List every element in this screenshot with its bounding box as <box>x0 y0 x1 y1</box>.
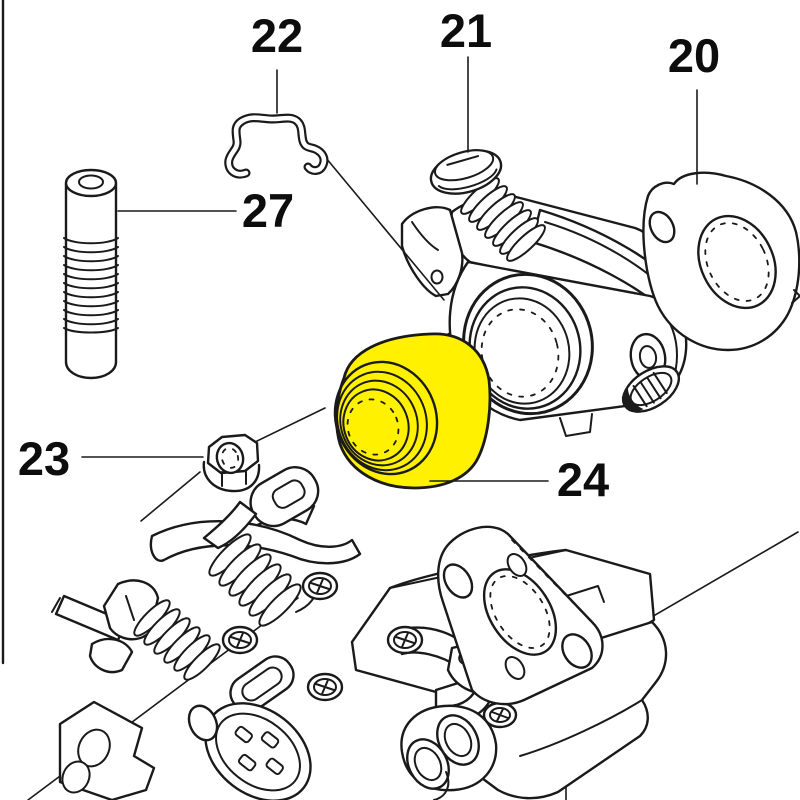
carburetor-body[interactable] <box>57 548 668 800</box>
callout-24-number[interactable]: 24 <box>557 453 609 506</box>
callout-27-number[interactable]: 27 <box>242 184 294 237</box>
part-24-intake-sleeve-highlighted[interactable] <box>318 332 492 490</box>
part-23-flange-nut[interactable] <box>202 433 261 493</box>
part-22-wire-clip[interactable] <box>224 113 329 179</box>
screw-head <box>429 149 503 195</box>
callout-24[interactable]: 24 <box>429 453 609 506</box>
clip-leader-line <box>325 157 445 301</box>
callout-23-number[interactable]: 23 <box>18 432 70 485</box>
callout-27[interactable]: 27 <box>117 184 294 237</box>
outlet-boss <box>621 365 680 413</box>
pump-cover <box>204 702 312 800</box>
intake-throttle-body[interactable] <box>400 194 688 437</box>
part-20-flange-gasket[interactable] <box>642 171 800 352</box>
idle-spring <box>133 599 221 681</box>
sleeve-silhouette <box>335 332 492 490</box>
callout-23[interactable]: 23 <box>18 432 204 485</box>
cover-screws <box>221 571 518 729</box>
axis-centerline-mid <box>252 407 326 444</box>
throttle-spring <box>208 533 318 627</box>
sleeve-mouth-rings <box>333 360 439 476</box>
callout-21-number[interactable]: 21 <box>440 4 492 57</box>
part-27-threaded-stud[interactable] <box>63 168 119 380</box>
axis-centerline-lower <box>140 471 201 522</box>
metering-gasket[interactable] <box>437 525 604 706</box>
callout-20[interactable]: 20 <box>668 29 720 185</box>
callout-21[interactable]: 21 <box>440 4 492 153</box>
callout-20-number[interactable]: 20 <box>668 29 720 82</box>
callout-22[interactable]: 22 <box>251 9 303 114</box>
stud-threads <box>63 237 119 334</box>
part-21-screw-spring[interactable] <box>426 143 549 265</box>
spring-coils <box>460 177 546 262</box>
throttle-lever-assembly[interactable] <box>51 459 362 684</box>
callout-22-number[interactable]: 22 <box>251 9 303 62</box>
